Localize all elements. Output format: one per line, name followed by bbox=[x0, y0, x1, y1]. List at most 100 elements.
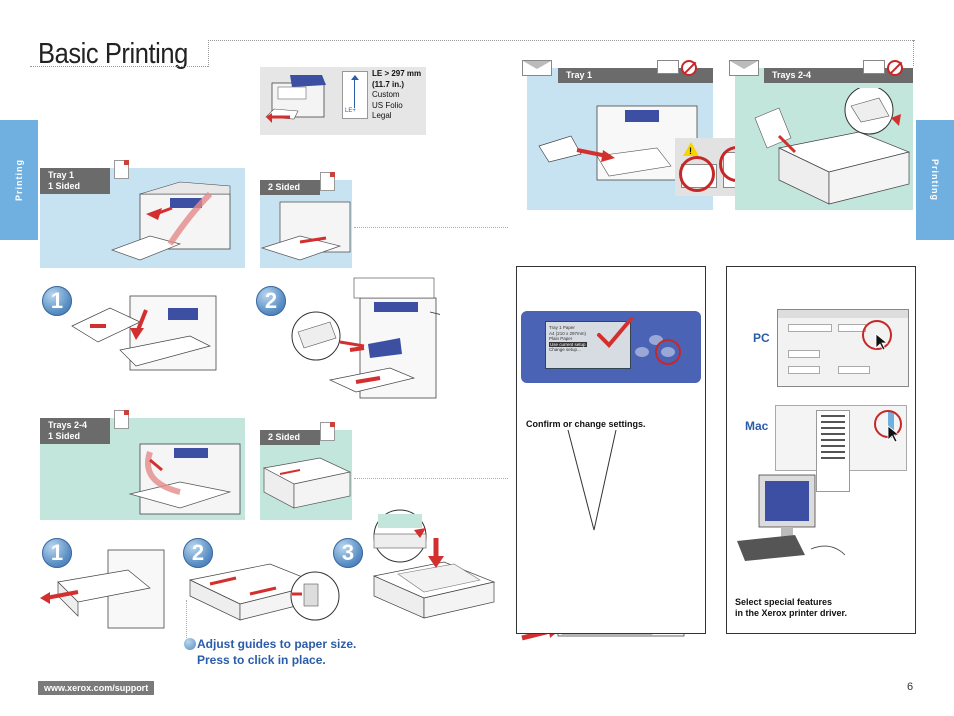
title-underline bbox=[30, 66, 208, 67]
paper-size-text: LE > 297 mm (11.7 in.) Custom US Folio L… bbox=[372, 69, 421, 122]
le-label: LE+ bbox=[345, 108, 356, 114]
divider bbox=[354, 227, 508, 228]
envelope-icon bbox=[522, 60, 552, 76]
printer-driver-box: PC Mac Select special featu bbox=[726, 266, 916, 634]
lcd-line: Plain Paper bbox=[549, 336, 573, 342]
envelope-tray1-label: Tray 1 bbox=[566, 70, 593, 80]
cursor-icon bbox=[887, 425, 901, 443]
driver-caption: Select special features in the Xerox pri… bbox=[735, 597, 847, 619]
side-tab-label: Printing bbox=[930, 159, 940, 201]
two-sided-label: 2 Sided bbox=[268, 182, 301, 192]
step-1-open-tray-illustration bbox=[40, 549, 165, 629]
step-2-adjust-guides-illustration bbox=[188, 563, 340, 621]
le-limit: LE > 297 mm bbox=[372, 69, 422, 78]
step-3-load-paper-illustration bbox=[372, 509, 496, 619]
step-number: 2 bbox=[264, 288, 278, 313]
side-tab-right: Printing bbox=[916, 120, 954, 240]
lcd-line: A4 (210 x 297mm) bbox=[549, 330, 587, 336]
guides-line2: Press to click in place. bbox=[197, 653, 326, 667]
step-1-badge: 1 bbox=[42, 286, 72, 316]
highlight-circle bbox=[862, 320, 892, 350]
trays24-2sided-panel bbox=[260, 430, 352, 520]
control-panel-box: Tray 1 Paper A4 (210 x 297mm) Plain Pape… bbox=[516, 266, 706, 634]
envelope-trays24-illustration bbox=[754, 88, 911, 205]
size-custom: Custom bbox=[372, 90, 400, 99]
cursor-icon bbox=[875, 333, 889, 351]
mac-dropdown-menu bbox=[816, 410, 850, 492]
trays24-2sided-header: 2 Sided bbox=[260, 430, 320, 445]
step-number: 1 bbox=[50, 540, 64, 565]
paper-icon bbox=[114, 160, 129, 179]
le-limit-inches: (11.7 in.) bbox=[372, 79, 405, 89]
paper-sheet-diagram: LE+ bbox=[342, 71, 368, 119]
bullet-icon bbox=[184, 638, 196, 650]
envelope-trays24-label: Trays 2-4 bbox=[772, 70, 812, 80]
size-us-folio: US Folio bbox=[372, 100, 403, 110]
step-3-badge: 3 bbox=[333, 538, 363, 568]
nav-left-button[interactable] bbox=[635, 347, 649, 357]
step-2-badge: 2 bbox=[183, 538, 213, 568]
envelope-icon bbox=[729, 60, 759, 76]
warning-icon bbox=[683, 142, 699, 156]
tray1-1sided-header: Tray 1 1 Sided bbox=[40, 168, 110, 194]
prohibited-icon bbox=[887, 60, 903, 76]
ok-highlight-circle bbox=[655, 339, 681, 365]
prohibited-icon bbox=[681, 60, 697, 76]
printer-tray-illustration bbox=[265, 75, 326, 123]
paper-size-note: LE+ LE > 297 mm (11.7 in.) Custom US Fol… bbox=[260, 67, 426, 135]
confirm-caption: Confirm or change settings. bbox=[526, 419, 646, 429]
envelope-window-icon bbox=[657, 60, 679, 74]
title-rule bbox=[208, 40, 915, 67]
side-tab-label: Printing bbox=[14, 159, 24, 201]
guides-line1: Adjust guides to paper size. bbox=[197, 637, 357, 651]
driver-line2: in the Xerox printer driver. bbox=[735, 608, 848, 618]
one-sided-label: 1 Sided bbox=[48, 431, 81, 441]
step-2-load-paper-illustration bbox=[291, 277, 440, 399]
guides-caption: Adjust guides to paper size. Press to cl… bbox=[197, 636, 356, 668]
checkmark-icon bbox=[597, 317, 633, 348]
step-1-badge: 1 bbox=[42, 538, 72, 568]
tray1-1sided-panel bbox=[40, 168, 245, 268]
paper-icon bbox=[320, 172, 335, 191]
tray1-label: Tray 1 bbox=[48, 170, 75, 180]
paper-icon bbox=[114, 410, 129, 429]
side-tab-left: Printing bbox=[0, 120, 38, 240]
step-number: 1 bbox=[50, 288, 64, 313]
two-sided-label: 2 Sided bbox=[268, 432, 301, 442]
control-panel-display: Tray 1 Paper A4 (210 x 297mm) Plain Pape… bbox=[521, 311, 701, 383]
pc-driver-dialog bbox=[777, 309, 909, 387]
tray1-2sided-illustration bbox=[260, 201, 351, 261]
mac-label: Mac bbox=[745, 419, 769, 433]
page-number: 6 bbox=[907, 681, 914, 693]
trays24-1sided-header: Trays 2-4 1 Sided bbox=[40, 418, 110, 444]
printer-tray1-illustration bbox=[110, 181, 231, 261]
trays24-label: Trays 2-4 bbox=[48, 420, 88, 430]
tray1-2sided-header: 2 Sided bbox=[260, 180, 320, 195]
one-sided-label: 1 Sided bbox=[48, 181, 81, 191]
prohibited-icon bbox=[679, 156, 715, 192]
driver-line1: Select special features bbox=[735, 597, 833, 607]
pc-label: PC bbox=[753, 331, 770, 345]
title-rule-end bbox=[913, 40, 914, 66]
step-number: 2 bbox=[191, 540, 205, 565]
lcd-screen: Tray 1 Paper A4 (210 x 297mm) Plain Pape… bbox=[545, 321, 631, 369]
divider bbox=[354, 478, 508, 479]
size-legal: Legal bbox=[372, 111, 392, 120]
lcd-selected-option[interactable]: Use current setup bbox=[549, 341, 587, 348]
mac-driver-dialog bbox=[775, 405, 907, 492]
step-1-tray1-illustration bbox=[71, 295, 217, 371]
support-url[interactable]: www.xerox.com/support bbox=[38, 681, 155, 695]
envelope-trays24-panel bbox=[735, 68, 913, 210]
lcd-option[interactable]: Change setup... bbox=[549, 347, 581, 353]
step-number: 3 bbox=[341, 540, 355, 565]
printer-tray2-illustration bbox=[128, 443, 241, 515]
paper-icon bbox=[320, 422, 335, 441]
callout-line bbox=[186, 600, 187, 640]
lcd-line: Tray 1 Paper bbox=[549, 325, 575, 330]
computer-illustration bbox=[737, 474, 846, 561]
tray2-2sided-illustration bbox=[262, 457, 352, 509]
step-2-badge: 2 bbox=[256, 286, 286, 316]
nav-up-button[interactable] bbox=[649, 335, 663, 345]
page-title: Basic Printing bbox=[38, 38, 188, 70]
callout-pointer bbox=[567, 430, 617, 531]
